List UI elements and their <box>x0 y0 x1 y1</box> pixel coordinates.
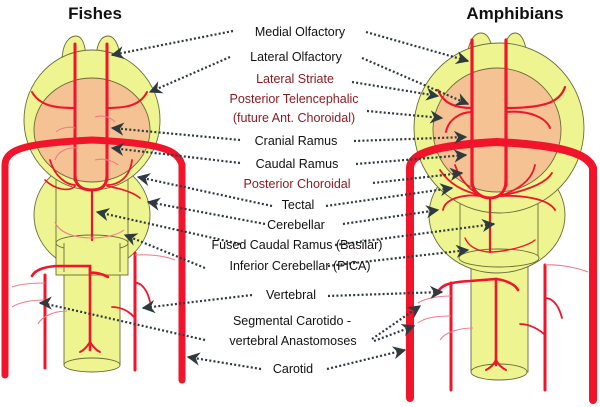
label-fused-caudal-ramus: Fused Caudal Ramus (Basilar) <box>212 238 383 252</box>
label-posterior-telencephalic: Posterior Telencephalic <box>229 92 358 106</box>
label-cerebellar: Cerebellar <box>267 218 325 232</box>
amphibian-cerebellum-rim <box>458 248 540 268</box>
label-posterior-choroidal: Posterior Choroidal <box>244 177 351 191</box>
fish-arteries <box>1 42 186 384</box>
amphibian-telencephalon-inner <box>432 67 562 193</box>
label-inferior-cerebellar: Inferior Cerebellar (PICA) <box>229 259 370 273</box>
label-tectal: Tectal <box>282 198 315 212</box>
fish-cord-end <box>63 357 121 373</box>
label-segmental-line1: Segmental Carotido - <box>233 314 351 328</box>
label-carotid: Carotid <box>273 362 313 376</box>
leader-lines <box>38 29 496 371</box>
title-fishes: Fishes <box>68 4 122 23</box>
label-segmental-line2: vertebral Anastomoses <box>229 334 356 348</box>
amphibian-cord-end <box>470 363 528 381</box>
amphibian-brain <box>413 32 585 381</box>
label-cranial-ramus: Cranial Ramus <box>255 134 338 148</box>
label-caudal-ramus: Caudal Ramus <box>256 157 339 171</box>
label-medial-olfactory: Medial Olfactory <box>255 25 346 39</box>
title-amphibians: Amphibians <box>466 4 563 23</box>
label-lateral-olfactory: Lateral Olfactory <box>250 50 342 64</box>
label-future-ant-choroidal: (future Ant. Choroidal) <box>233 111 355 125</box>
labels: Medial Olfactory Lateral Olfactory Later… <box>212 25 383 376</box>
fish-spinal-cord <box>63 269 121 366</box>
fish-telencephalon-inner <box>33 77 151 183</box>
amphibian-carotid-arch <box>406 137 597 404</box>
label-vertebral: Vertebral <box>266 288 316 302</box>
fish-carotid-arch <box>1 136 186 384</box>
label-lateral-striate: Lateral Striate <box>256 72 334 86</box>
